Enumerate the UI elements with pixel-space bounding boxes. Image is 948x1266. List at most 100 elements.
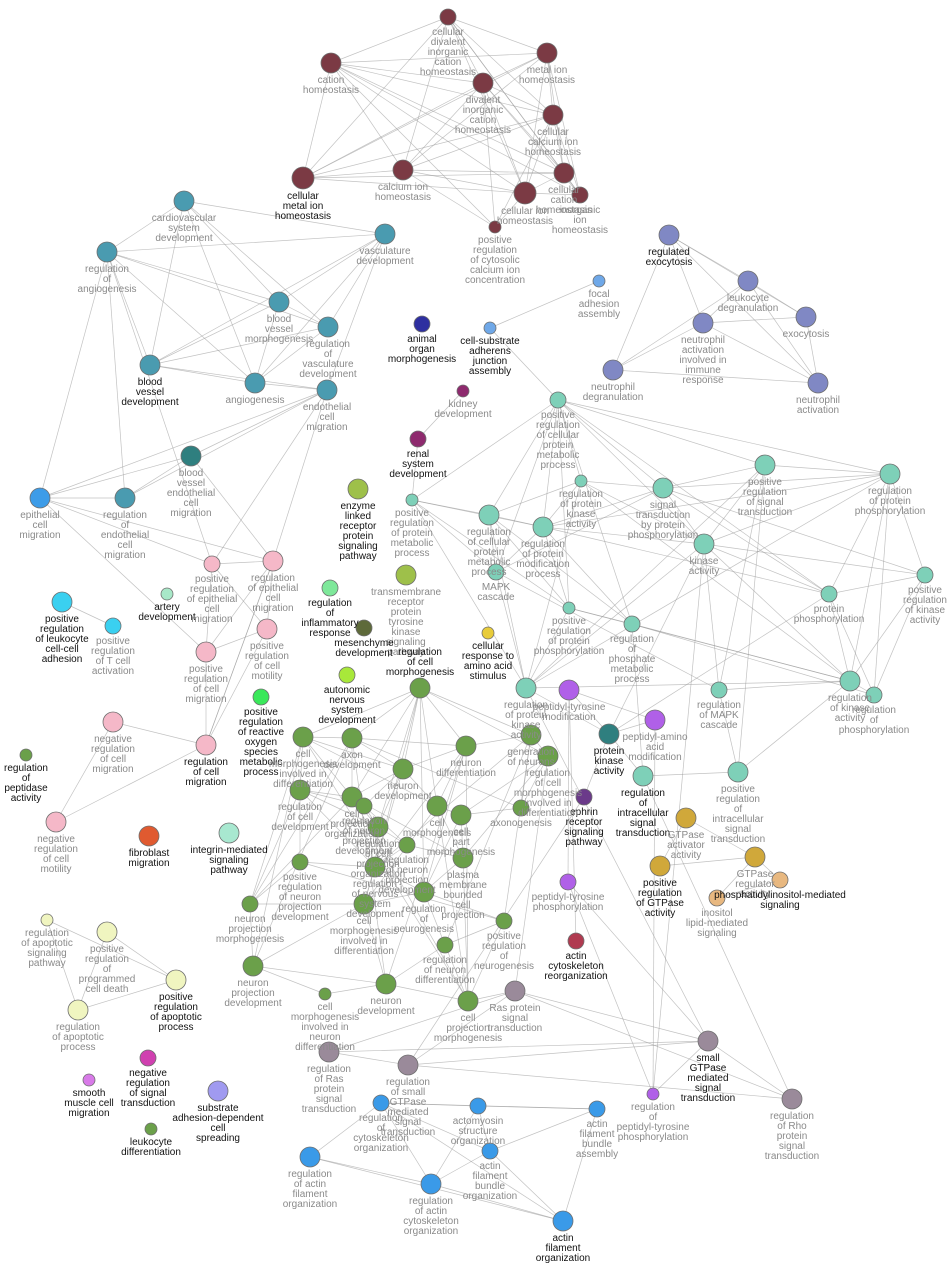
node-rco[interactable]: [372, 1094, 390, 1112]
node-smcm[interactable]: [82, 1073, 96, 1087]
node-ptm[interactable]: [558, 679, 580, 701]
node-prtca[interactable]: [104, 617, 122, 635]
node-prpcd[interactable]: [96, 921, 118, 943]
node-prst[interactable]: [754, 454, 776, 476]
node-npd[interactable]: [242, 955, 264, 977]
node-exo[interactable]: [795, 306, 817, 328]
node-ang[interactable]: [244, 372, 266, 394]
node-ptp[interactable]: [559, 873, 577, 891]
node-pims[interactable]: [771, 871, 789, 889]
node-rcpo[interactable]: [367, 816, 389, 838]
node-nd[interactable]: [602, 359, 624, 381]
node-bvecm[interactable]: [180, 445, 202, 467]
node-rsd[interactable]: [409, 430, 427, 448]
node-rcmorph[interactable]: [409, 677, 431, 699]
node-bvd[interactable]: [139, 354, 161, 376]
node-csajaa[interactable]: [483, 321, 497, 335]
node-cmid2[interactable]: [353, 893, 375, 915]
node-prcci[interactable]: [488, 220, 502, 234]
node-prnpd[interactable]: [291, 853, 309, 871]
node-rcmid[interactable]: [537, 745, 559, 767]
node-nrcmot[interactable]: [45, 811, 67, 833]
node-rovd[interactable]: [317, 316, 339, 338]
node-sgmst[interactable]: [697, 1030, 719, 1052]
node-rist[interactable]: [632, 765, 654, 787]
node-pmbcp[interactable]: [452, 847, 474, 869]
node-mapk[interactable]: [487, 563, 505, 581]
node-na[interactable]: [807, 372, 829, 394]
node-naiir[interactable]: [692, 312, 714, 334]
node-cpmorph[interactable]: [450, 804, 472, 826]
node-leukd[interactable]: [144, 1122, 158, 1136]
node-rphos[interactable]: [865, 686, 883, 704]
node-roir[interactable]: [321, 579, 339, 597]
node-afba[interactable]: [588, 1100, 606, 1118]
node-precm[interactable]: [203, 555, 221, 573]
node-rorps[interactable]: [781, 1088, 803, 1110]
node-sadcs[interactable]: [207, 1080, 229, 1102]
node-roaco[interactable]: [420, 1173, 442, 1195]
node-ld[interactable]: [737, 270, 759, 292]
node-aom[interactable]: [413, 315, 431, 333]
node-roasp[interactable]: [40, 913, 54, 927]
node-genneur[interactable]: [520, 724, 542, 746]
node-rneurog[interactable]: [413, 881, 435, 903]
node-prist[interactable]: [727, 761, 749, 783]
node-fm[interactable]: [138, 825, 160, 847]
node-afo[interactable]: [552, 1210, 574, 1232]
node-rpmod[interactable]: [532, 516, 554, 538]
node-rpka[interactable]: [515, 677, 537, 699]
node-ka[interactable]: [693, 533, 715, 555]
node-epcm[interactable]: [29, 487, 51, 509]
node-md[interactable]: [355, 619, 373, 637]
node-prap[interactable]: [165, 969, 187, 991]
node-cpm[interactable]: [457, 990, 479, 1012]
node-roptp[interactable]: [646, 1087, 660, 1101]
node-afbo[interactable]: [481, 1142, 499, 1160]
node-paam[interactable]: [644, 709, 666, 731]
node-roafo[interactable]: [299, 1146, 321, 1168]
node-pp[interactable]: [820, 585, 838, 603]
node-prka[interactable]: [916, 566, 934, 584]
node-gtpr[interactable]: [744, 846, 766, 868]
node-ropa[interactable]: [19, 748, 33, 762]
node-ch[interactable]: [320, 52, 342, 74]
node-prgtpa[interactable]: [649, 855, 671, 877]
node-rsp1[interactable]: [574, 474, 588, 488]
node-rka[interactable]: [839, 670, 861, 692]
node-pka[interactable]: [598, 723, 620, 745]
node-mh[interactable]: [536, 42, 558, 64]
node-rpmp[interactable]: [623, 615, 641, 633]
node-prcm[interactable]: [195, 641, 217, 663]
node-nrst[interactable]: [139, 1049, 157, 1067]
node-axdev[interactable]: [341, 727, 363, 749]
node-ropp[interactable]: [879, 463, 901, 485]
node-erps[interactable]: [575, 788, 593, 806]
node-rps[interactable]: [504, 980, 526, 1002]
node-bvm[interactable]: [268, 291, 290, 313]
node-kd[interactable]: [456, 384, 470, 398]
node-prpp[interactable]: [562, 601, 576, 615]
node-acr[interactable]: [567, 932, 585, 950]
node-prpmp[interactable]: [405, 493, 419, 507]
node-rnpd[interactable]: [355, 797, 373, 815]
node-re[interactable]: [658, 224, 680, 246]
node-ilms[interactable]: [708, 889, 726, 907]
node-cmid1[interactable]: [292, 726, 314, 748]
node-ams[interactable]: [469, 1097, 487, 1115]
node-tmrptksp[interactable]: [395, 564, 417, 586]
node-ecm[interactable]: [316, 379, 338, 401]
node-cellmorph[interactable]: [426, 795, 448, 817]
node-prneurog[interactable]: [495, 912, 513, 930]
node-prcpmp[interactable]: [549, 391, 567, 409]
node-nrcm[interactable]: [102, 711, 124, 733]
node-cmid3[interactable]: [318, 987, 332, 1001]
node-crtaas[interactable]: [481, 626, 495, 640]
node-cih[interactable]: [392, 159, 414, 181]
node-cdih[interactable]: [439, 8, 457, 26]
node-cih2[interactable]: [513, 181, 537, 205]
node-elrpsp[interactable]: [347, 478, 369, 500]
node-vd[interactable]: [374, 223, 396, 245]
node-npm[interactable]: [241, 895, 259, 913]
node-ccih[interactable]: [542, 104, 564, 126]
